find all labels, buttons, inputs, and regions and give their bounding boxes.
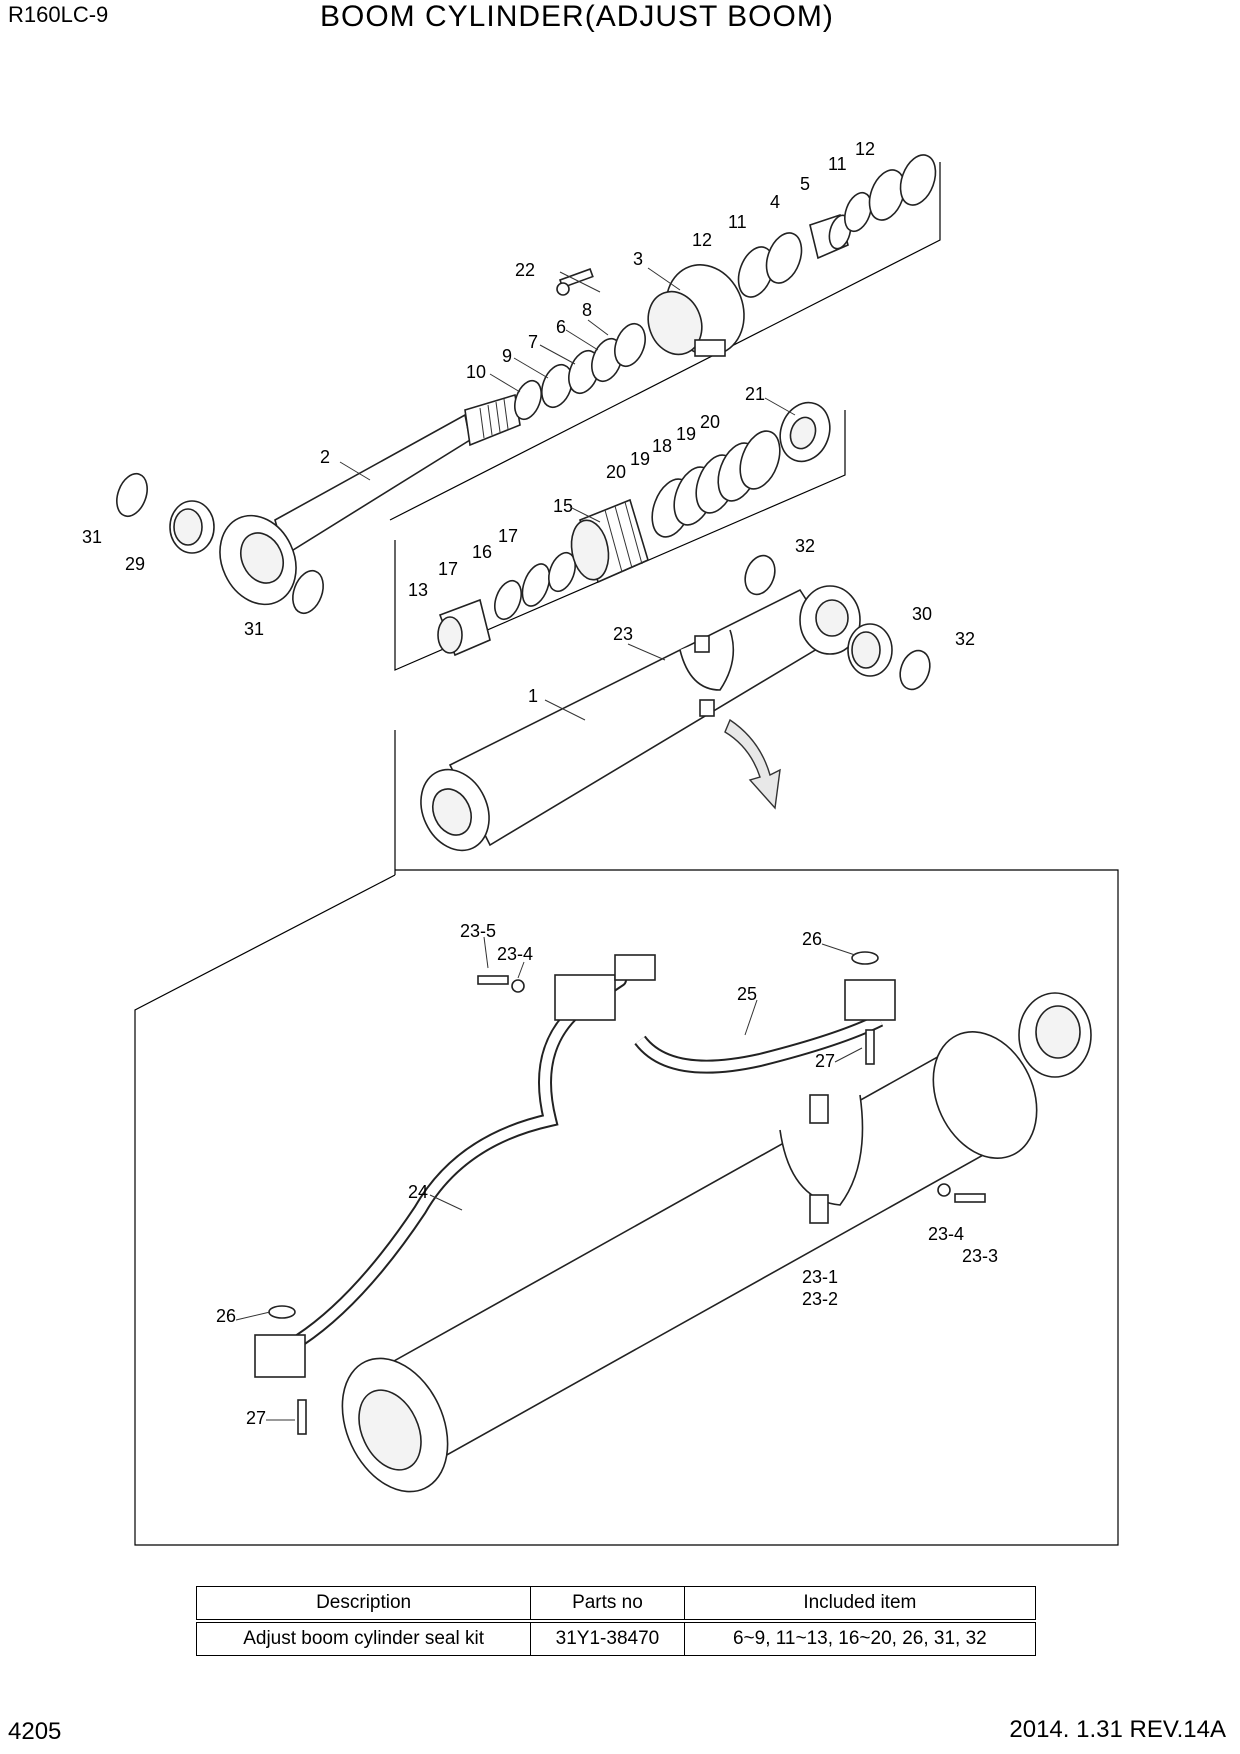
kit-table-row: Adjust boom cylinder seal kit 31Y1-38470…	[195, 1620, 1037, 1656]
callout-14: 13	[408, 580, 428, 600]
seal-kit-table: Description Parts no Included item Adjus…	[195, 1586, 1037, 1656]
callout-labels: 12 11 5 4 11 12 3 22 8 6 7 9 10 2 21 20 …	[82, 139, 998, 1428]
detail-arrow	[724, 718, 781, 810]
callout-17b: 17	[438, 559, 458, 579]
callout-23-4b: 23-4	[928, 1224, 964, 1244]
kit-header-description: Description	[195, 1586, 532, 1623]
callout-24: 24	[408, 1182, 428, 1202]
callout-31b: 31	[244, 619, 264, 639]
kit-parts-no: 31Y1-38470	[530, 1620, 685, 1656]
callout-20a: 20	[700, 412, 720, 432]
callout-31a: 31	[82, 527, 102, 547]
part-bolt-23-3	[954, 1193, 986, 1203]
part-ring-32a	[744, 554, 776, 596]
callout-6: 6	[556, 317, 566, 337]
kit-header-included-item: Included item	[683, 1586, 1037, 1623]
part-ring-31b	[292, 569, 324, 615]
callout-18: 18	[652, 436, 672, 456]
callout-23: 23	[613, 624, 633, 644]
callout-23-3: 23-3	[962, 1246, 998, 1266]
callout-27b: 27	[246, 1408, 266, 1428]
callout-12: 12	[692, 230, 712, 250]
callout-8: 8	[582, 300, 592, 320]
callout-5: 5	[800, 174, 810, 194]
part-flange-right	[844, 979, 896, 1021]
callout-32b: 32	[955, 629, 975, 649]
part-flange-left	[254, 1334, 306, 1378]
callout-21: 21	[745, 384, 765, 404]
callout-11b: 11	[728, 212, 747, 232]
part-piston-assembly	[437, 401, 831, 657]
part-washer-23-4b	[937, 1183, 951, 1197]
part-bolt-22	[556, 268, 594, 296]
leader-lines	[235, 267, 863, 1421]
page-title: BOOM CYLINDER(ADJUST BOOM)	[320, 0, 834, 33]
callout-19b: 19	[630, 449, 650, 469]
callout-26a: 26	[802, 929, 822, 949]
callout-11a: 11	[828, 154, 847, 174]
part-washer-23-4a	[511, 979, 525, 993]
callout-22: 22	[515, 260, 535, 280]
kit-table-header-row: Description Parts no Included item	[195, 1586, 1037, 1623]
part-oring-26a	[268, 1305, 296, 1319]
part-assembled-cylinder	[341, 992, 1092, 1493]
callout-30: 30	[912, 604, 932, 624]
page-number: 4205	[8, 1718, 62, 1745]
kit-header-parts-no: Parts no	[530, 1586, 685, 1623]
callout-19a: 19	[676, 424, 696, 444]
kit-included-item: 6~9, 11~13, 16~20, 26, 31, 32	[683, 1620, 1037, 1656]
part-cylinder-tube	[420, 585, 861, 852]
part-valve-block	[554, 974, 616, 1021]
part-bolt-27b	[865, 1029, 875, 1065]
callout-13: 12	[855, 139, 875, 159]
callout-23-1: 23-1	[802, 1267, 838, 1287]
part-seals-6-10	[514, 322, 646, 421]
callout-4: 4	[770, 192, 780, 212]
callout-29: 29	[125, 554, 145, 574]
callout-9: 9	[502, 346, 512, 366]
part-ring-32b	[899, 649, 931, 691]
part-ring-31a	[116, 472, 148, 518]
callout-16: 16	[472, 542, 492, 562]
callout-10: 10	[466, 362, 486, 382]
callout-3: 3	[633, 249, 643, 269]
callout-23-5: 23-5	[460, 921, 496, 941]
kit-description: Adjust boom cylinder seal kit	[195, 1620, 532, 1656]
callout-23-4a: 23-4	[497, 944, 533, 964]
part-oring-26b	[851, 951, 879, 965]
part-bolt-27a	[297, 1399, 307, 1435]
callout-7: 7	[528, 332, 538, 352]
callout-17a: 17	[498, 526, 518, 546]
part-seals-4-13	[737, 154, 937, 298]
part-bushing-30	[847, 623, 893, 677]
callout-26b: 26	[216, 1306, 236, 1326]
callout-20b: 20	[606, 462, 626, 482]
callout-15: 15	[553, 496, 573, 516]
revision-date: 2014. 1.31 REV.14A	[1009, 1716, 1226, 1743]
callout-25: 25	[737, 984, 757, 1004]
callout-27a: 27	[815, 1051, 835, 1071]
callout-1: 1	[528, 686, 538, 706]
callout-32a: 32	[795, 536, 815, 556]
model-number: R160LC-9	[8, 2, 109, 27]
part-bushing-29	[169, 500, 215, 554]
part-bolt-23-5	[477, 975, 509, 985]
part-rod-cover	[647, 264, 745, 357]
part-piston-rod	[219, 393, 521, 606]
callout-2: 2	[320, 447, 330, 467]
callout-23-2: 23-2	[802, 1289, 838, 1309]
